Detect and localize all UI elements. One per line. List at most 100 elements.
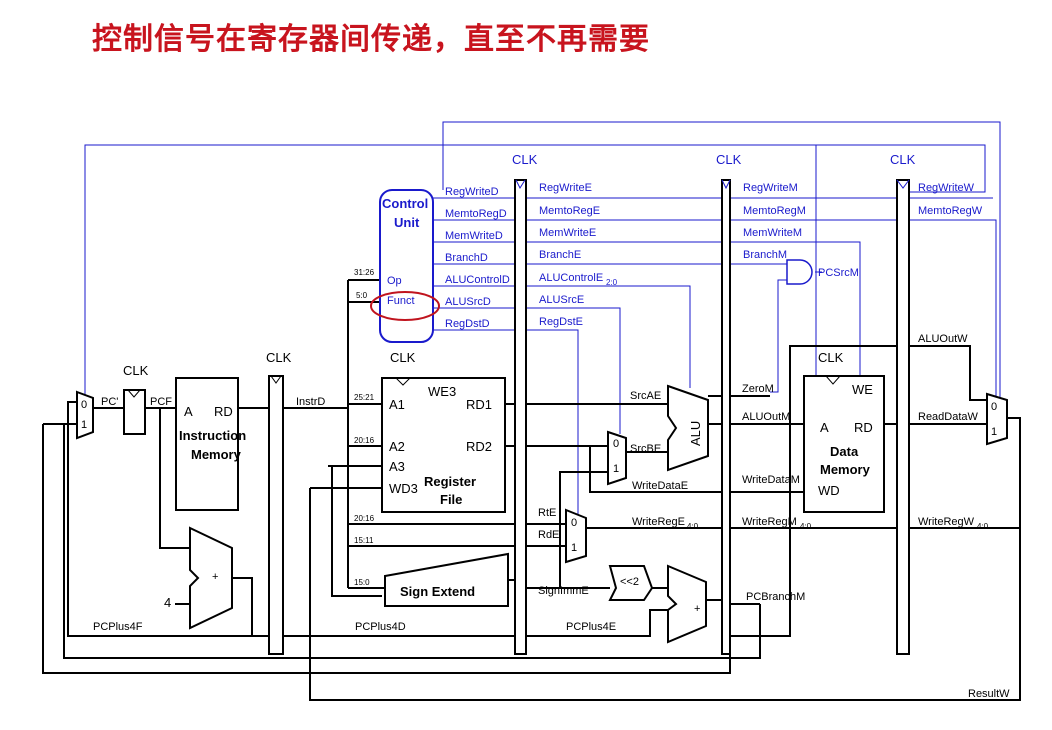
dmem-a-label: A bbox=[820, 420, 829, 435]
components bbox=[76, 179, 1008, 655]
clk-label: CLK bbox=[818, 350, 844, 365]
wire bbox=[721, 179, 731, 190]
signal-label: BranchD bbox=[445, 252, 488, 264]
branch-adder-plus: + bbox=[694, 603, 700, 615]
writerege-label: WriteRegE bbox=[632, 516, 685, 528]
execute-signals: RegWriteE MemtoRegE MemWriteE BranchE AL… bbox=[539, 182, 618, 328]
dmem-we-label: WE bbox=[852, 382, 873, 397]
adder-plus: + bbox=[212, 571, 218, 583]
signal-label: RegDstE bbox=[539, 316, 583, 328]
signal-label: ALUControlE bbox=[539, 272, 603, 284]
writedatae-label: WriteDataE bbox=[632, 480, 688, 492]
mux-input-label: 0 bbox=[81, 399, 87, 411]
bit-label-rt2: 20:16 bbox=[354, 514, 375, 523]
writeregw-label: WriteRegW bbox=[918, 516, 975, 528]
wire bbox=[526, 307, 621, 434]
mux-input-label: 1 bbox=[991, 426, 997, 438]
funct-highlight bbox=[370, 291, 440, 321]
op-label: Op bbox=[387, 275, 402, 287]
pc-mux bbox=[76, 390, 94, 440]
clk-label: CLK bbox=[390, 350, 416, 365]
sign-extend bbox=[384, 552, 509, 607]
wire bbox=[730, 424, 791, 637]
wire bbox=[770, 279, 787, 393]
signal-label: MemWriteM bbox=[743, 227, 802, 239]
wire bbox=[67, 401, 252, 637]
clk-label: CLK bbox=[123, 363, 149, 378]
pcplus4d-label: PCPlus4D bbox=[355, 621, 406, 633]
bit-label-rs: 25:21 bbox=[354, 393, 375, 402]
memory-signals: RegWriteM MemtoRegM MemWriteM BranchM bbox=[743, 182, 806, 261]
writerege-sub: 4:0 bbox=[687, 522, 699, 531]
control-unit bbox=[379, 189, 434, 343]
result-mux bbox=[986, 392, 1008, 446]
and-gate bbox=[786, 259, 813, 285]
shift-left-2 bbox=[608, 565, 654, 601]
wire bbox=[526, 329, 579, 515]
bit-label-funct: 5:0 bbox=[356, 291, 368, 300]
control-wires bbox=[84, 121, 1001, 515]
signal-label: MemtoRegM bbox=[743, 205, 806, 217]
datapath-wires bbox=[42, 279, 1021, 701]
wd3-label: WD3 bbox=[389, 481, 418, 496]
mux-input-label: 0 bbox=[613, 438, 619, 450]
aluoutw-label: ALUOutW bbox=[918, 333, 968, 345]
control-unit-title: Unit bbox=[394, 215, 420, 230]
wire bbox=[270, 375, 282, 384]
wire bbox=[730, 241, 861, 376]
dmem-wd-label: WD bbox=[818, 483, 840, 498]
alu bbox=[667, 384, 709, 472]
srcae-label: SrcAE bbox=[630, 390, 661, 402]
branch-adder bbox=[667, 564, 707, 644]
decode-signals: RegWriteD MemtoRegD MemWriteD BranchD AL… bbox=[445, 186, 510, 330]
a2-label: A2 bbox=[389, 439, 405, 454]
mem-wb-register bbox=[896, 179, 910, 655]
control-unit-title: Control bbox=[382, 196, 428, 211]
writedatam-label: WriteDataM bbox=[742, 474, 800, 486]
wire bbox=[909, 345, 987, 401]
dmem-rd-label: RD bbox=[854, 420, 873, 435]
regfile-title: Register bbox=[424, 474, 476, 489]
signal-label: ALUSrcE bbox=[539, 294, 584, 306]
imem-title: Instruction bbox=[179, 428, 246, 443]
funct-label: Funct bbox=[387, 295, 415, 307]
signal-label: MemWriteD bbox=[445, 230, 503, 242]
instrd-label: InstrD bbox=[296, 396, 325, 408]
wire bbox=[909, 219, 997, 398]
imem-title: Memory bbox=[191, 447, 242, 462]
sign-extend-label: Sign Extend bbox=[400, 584, 475, 599]
imem-rd-label: RD bbox=[214, 404, 233, 419]
if-id-register bbox=[268, 375, 284, 655]
pcbranchm-label: PCBranchM bbox=[746, 591, 805, 603]
writeregm-sub: 4:0 bbox=[800, 522, 812, 531]
clk-label: CLK bbox=[890, 152, 916, 167]
mux-input-label: 1 bbox=[613, 463, 619, 475]
alu-label: ALU bbox=[688, 421, 703, 446]
clk-label: CLK bbox=[266, 350, 292, 365]
pcplus4e-label: PCPlus4E bbox=[566, 621, 616, 633]
wire bbox=[159, 408, 190, 549]
dmem-title: Data bbox=[830, 444, 859, 459]
clock-marks bbox=[127, 179, 910, 398]
pcplus4f-label: PCPlus4F bbox=[93, 621, 143, 633]
wire bbox=[309, 417, 1021, 701]
signal-label: RegWriteD bbox=[445, 186, 499, 198]
bit-label-rt: 20:16 bbox=[354, 436, 375, 445]
signal-subscript: 2:0 bbox=[606, 278, 618, 287]
wire bbox=[526, 609, 668, 637]
a1-label: A1 bbox=[389, 397, 405, 412]
bit-label-rd: 15:11 bbox=[354, 536, 374, 545]
we3-label: WE3 bbox=[428, 384, 456, 399]
pcsrc-label: PCSrcM bbox=[818, 267, 859, 279]
wire bbox=[84, 144, 986, 402]
mux-input-label: 0 bbox=[571, 517, 577, 529]
mux-input-label: 0 bbox=[991, 401, 997, 413]
writereg-mux bbox=[565, 508, 587, 564]
a3-label: A3 bbox=[389, 459, 405, 474]
aluoutm-label: ALUOutM bbox=[742, 411, 790, 423]
pc-adder bbox=[189, 526, 233, 630]
page-title: 控制信号在寄存器间传递，直至不再需要 bbox=[92, 22, 650, 57]
wire bbox=[63, 424, 761, 659]
wire bbox=[825, 375, 841, 385]
rd2-label: RD2 bbox=[466, 439, 492, 454]
